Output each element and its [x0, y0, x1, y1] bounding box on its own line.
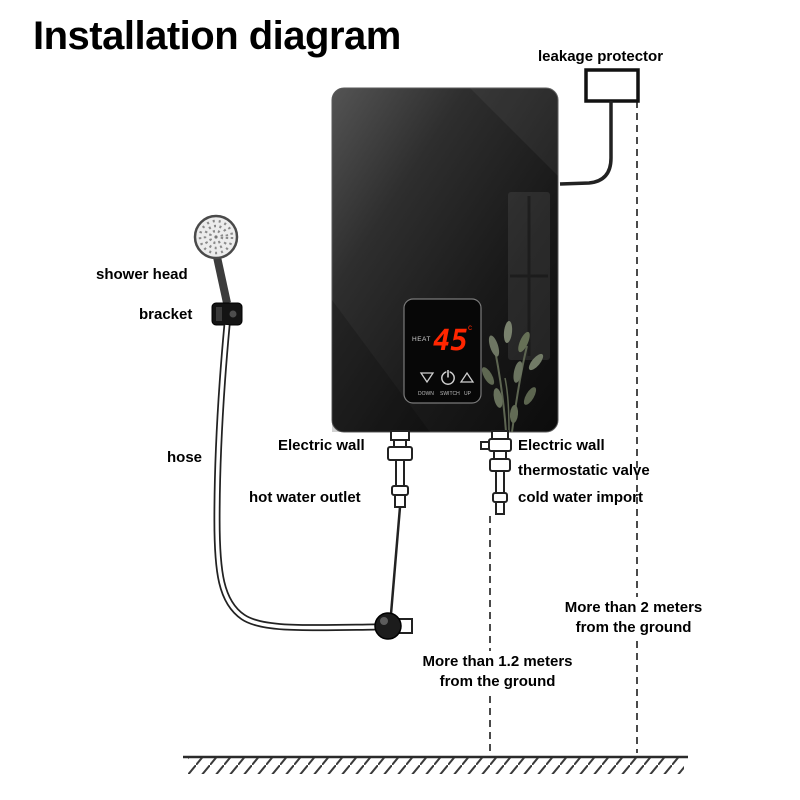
- window-reflection: [508, 192, 550, 360]
- hose: [213, 324, 376, 632]
- annotation-1-2m-line1: More than 1.2 meters: [422, 653, 573, 670]
- label-leakage-protector: leakage protector: [538, 48, 664, 65]
- heater-body: [331, 87, 559, 433]
- degree-mark-icon: c: [468, 323, 472, 332]
- switch-label: SWITCH: [440, 391, 460, 397]
- label-bracket: bracket: [139, 306, 193, 323]
- label-hot-water-outlet: hot water outlet: [249, 489, 361, 506]
- label-cold-water-import: cold water import: [518, 489, 644, 506]
- display-panel: HEAT 45 c DOWN SWITCH UP: [403, 298, 482, 404]
- annotation-2m-from-ground: More than 2 meters from the ground: [556, 597, 711, 639]
- label-shower-head: shower head: [96, 266, 188, 283]
- annotation-1-2m-from-ground: More than 1.2 meters from the ground: [420, 651, 575, 693]
- page-title: Installation diagram: [33, 14, 401, 58]
- label-thermostatic-valve: thermostatic valve: [518, 462, 650, 479]
- bracket: [211, 302, 243, 326]
- label-hose: hose: [167, 449, 203, 466]
- hot-water-pipe: [387, 430, 413, 615]
- temperature-value: 45: [433, 323, 468, 357]
- power-wire: [559, 101, 613, 186]
- annotation-2m-line1: More than 2 meters: [564, 599, 703, 616]
- heat-label: HEAT: [412, 336, 431, 343]
- annotation-2m-line2: from the ground: [575, 619, 692, 636]
- down-arrow-icon: [419, 372, 435, 384]
- thermostatic-valve: [488, 438, 512, 452]
- up-arrow-icon: [459, 371, 475, 383]
- hose-connector: [374, 612, 413, 640]
- label-electric-wall-left: Electric wall: [278, 437, 365, 454]
- ground-line: [183, 755, 688, 774]
- up-label: UP: [464, 391, 472, 397]
- shower-head: [193, 214, 239, 304]
- leakage-protector-box: [584, 68, 640, 103]
- shower-neck: [213, 256, 231, 304]
- down-label: DOWN: [418, 391, 434, 397]
- cold-water-pipe: [480, 430, 512, 515]
- plant: [481, 321, 544, 433]
- annotation-1-2m-line2: from the ground: [439, 673, 556, 690]
- label-electric-wall-right: Electric wall: [518, 437, 605, 454]
